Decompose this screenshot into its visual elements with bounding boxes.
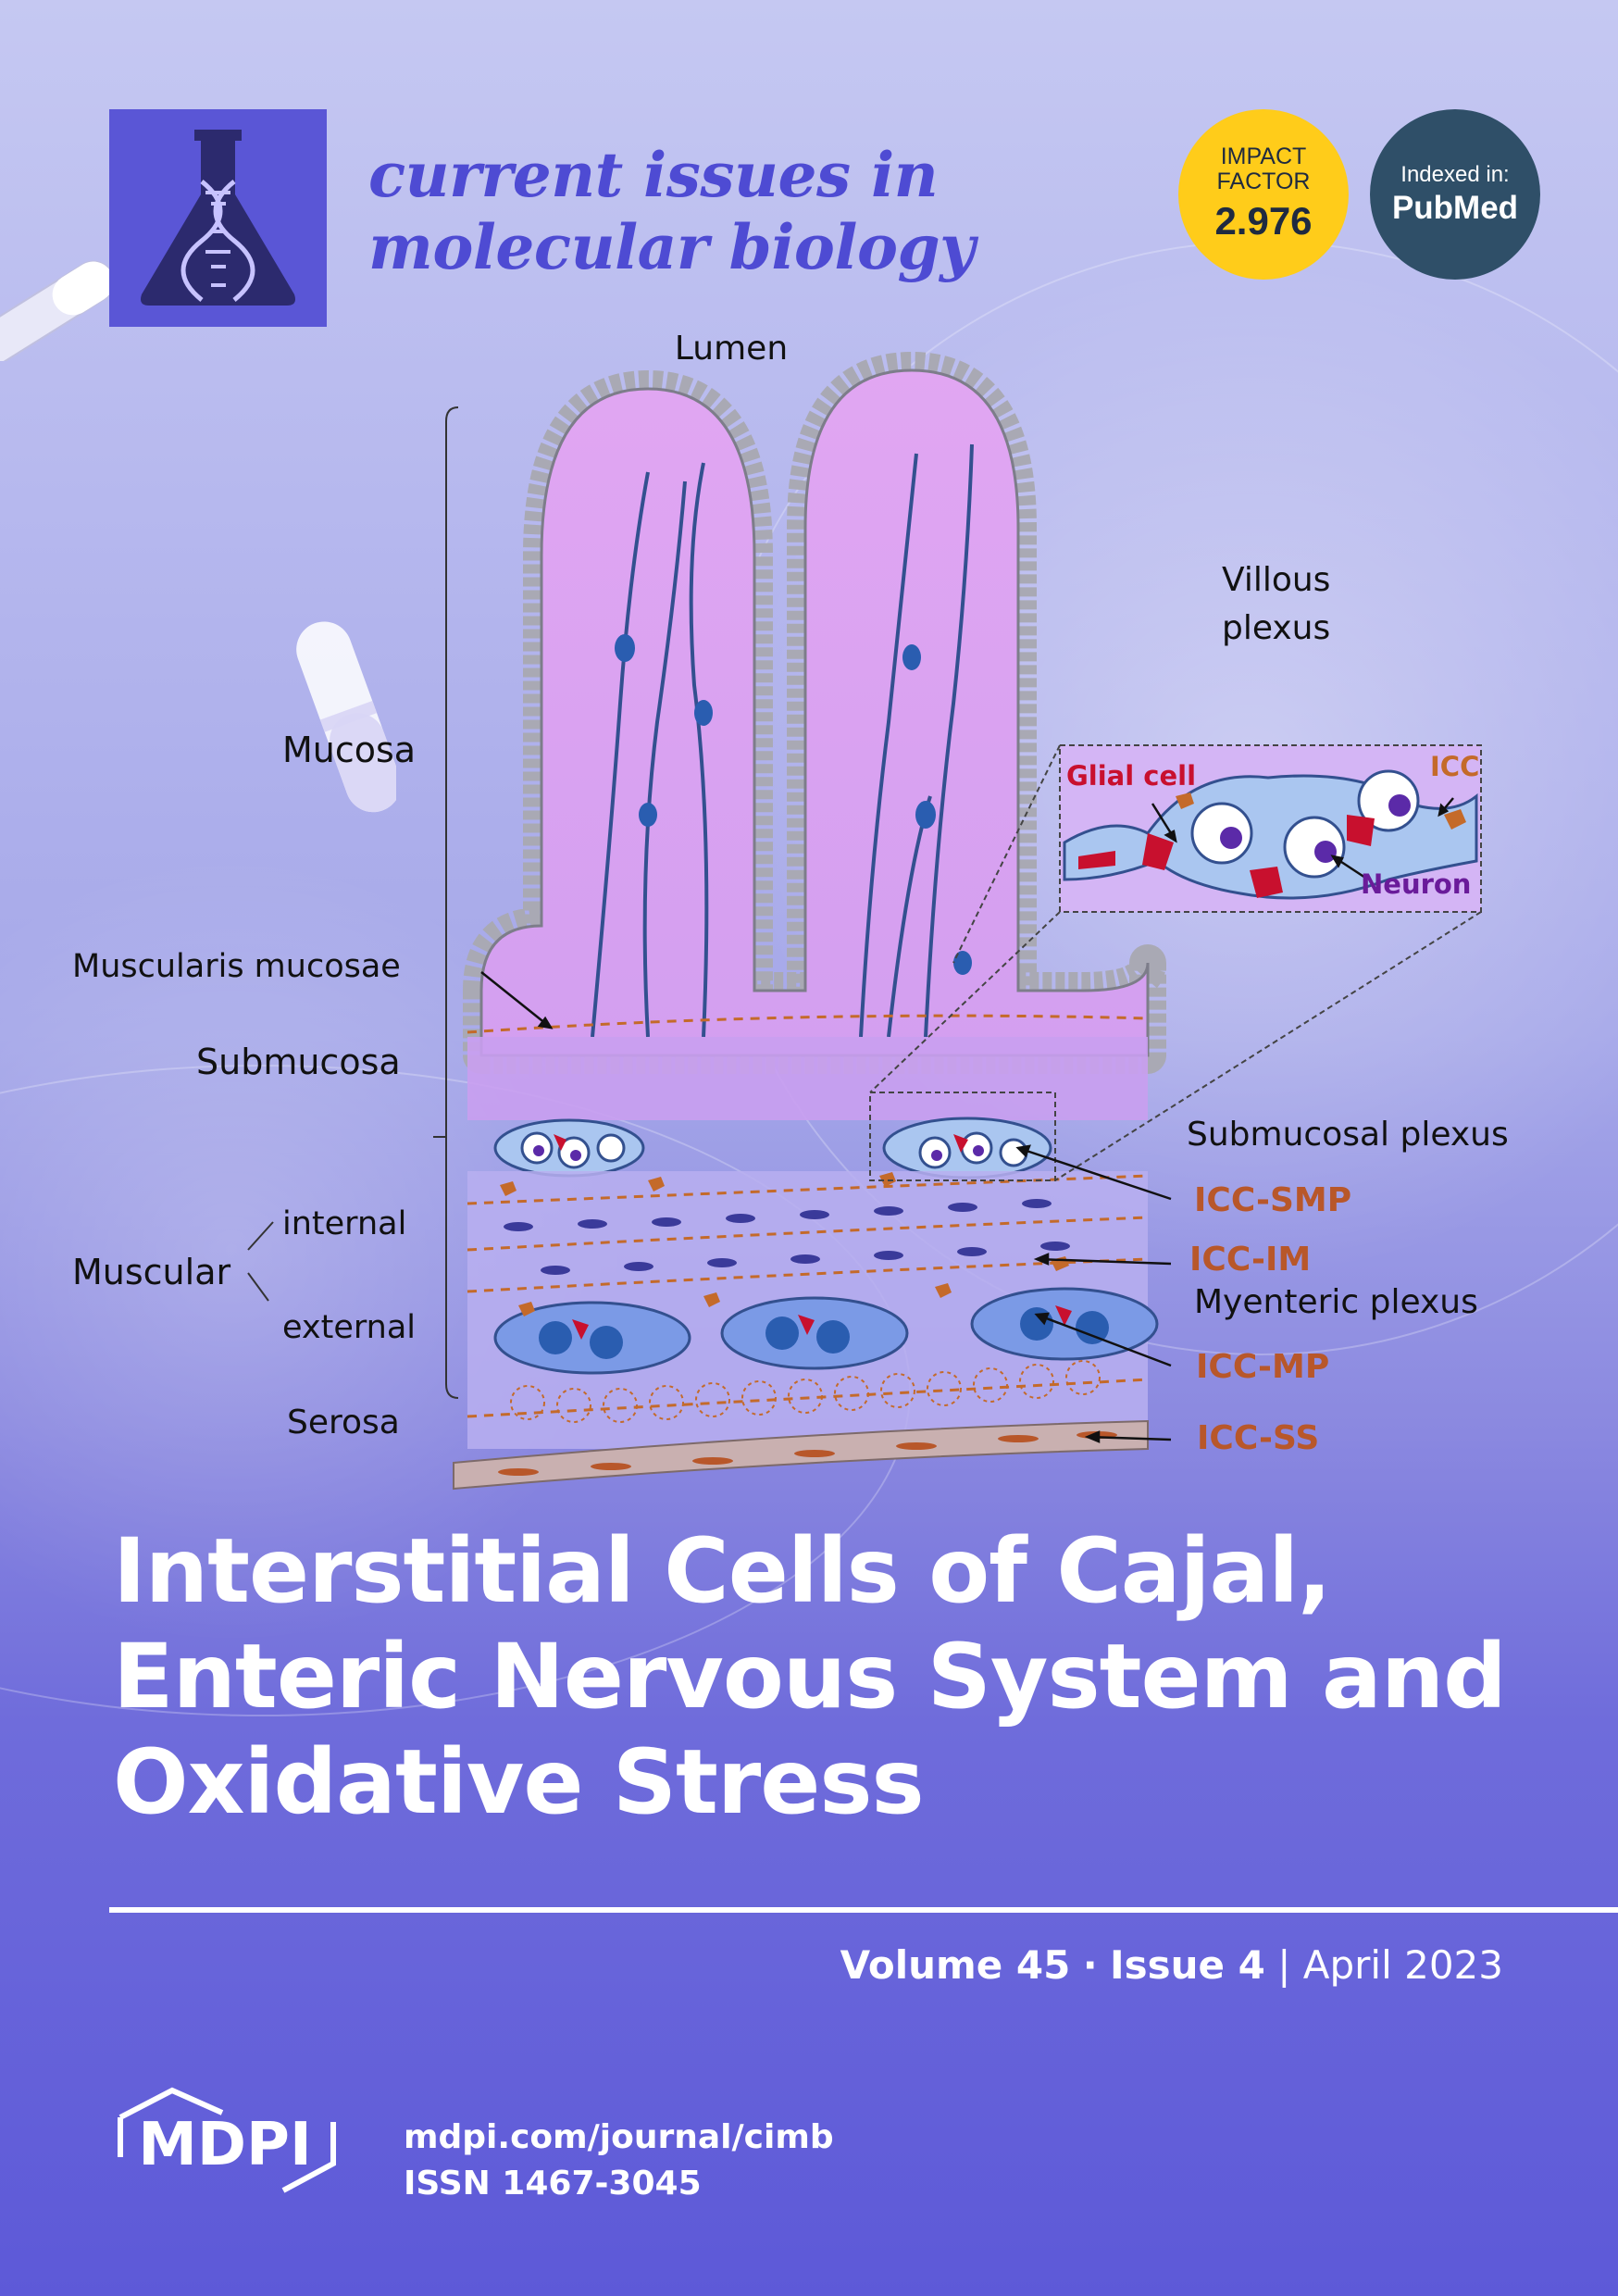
flask-dna-icon xyxy=(141,130,295,306)
divider-rule xyxy=(109,1907,1618,1913)
impact-factor-badge: IMPACT FACTOR 2.976 xyxy=(1178,109,1349,280)
label-muscularis-mucosae: Muscularis mucosae xyxy=(72,948,401,985)
journal-url: mdpi.com/journal/cimb xyxy=(404,2118,834,2156)
muscular-bracket xyxy=(247,1221,274,1251)
muscularis-mucosae-line xyxy=(467,1014,1149,1034)
inset-ganglion xyxy=(1063,769,1478,900)
mdpi-logo: MDPI xyxy=(118,2087,336,2193)
article-title-line: Oxidative Stress xyxy=(113,1730,925,1834)
article-title: Interstitial Cells of Cajal, Enteric Ner… xyxy=(113,1518,1557,1835)
issn: ISSN 1467-3045 xyxy=(404,2165,702,2202)
label-arrows xyxy=(480,797,1454,1443)
label-icc-ss: ICC-SS xyxy=(1197,1419,1319,1457)
label-serosa: Serosa xyxy=(287,1404,400,1441)
intestinal-wall-diagram: Lumen Villous plexus Mucosa Muscularis m… xyxy=(72,330,1509,1491)
issue-label: Issue 4 xyxy=(1110,1942,1265,1988)
label-muscular: Muscular xyxy=(72,1252,230,1292)
journal-title-line: molecular biology xyxy=(368,211,976,283)
villous-plexus-network xyxy=(591,443,974,1038)
muscular-bracket xyxy=(247,1272,269,1302)
label-lumen: Lumen xyxy=(675,330,788,368)
indexed-value: PubMed xyxy=(1391,190,1519,226)
label-submucosal-plexus: Submucosal plexus xyxy=(1187,1116,1509,1154)
villus-tissue xyxy=(479,368,1150,1057)
volume-label: Volume 45 xyxy=(840,1942,1071,1988)
label-icc-mp: ICC-MP xyxy=(1196,1348,1329,1386)
publisher-info: mdpi.com/journal/cimb ISSN 1467-3045 xyxy=(404,2115,834,2207)
muscle-cells xyxy=(510,1360,1101,1423)
icc-ss-cells xyxy=(498,1431,1117,1476)
submucosa-layer xyxy=(467,1037,1148,1120)
impact-factor-label: FACTOR xyxy=(1216,168,1311,194)
separator-dot: · xyxy=(1082,1942,1098,1988)
impact-factor-value: 2.976 xyxy=(1214,199,1313,243)
impact-factor-label: IMPACT xyxy=(1220,144,1307,169)
label-icc-im: ICC-IM xyxy=(1189,1241,1311,1279)
label-submucosa: Submucosa xyxy=(196,1042,401,1082)
journal-logo xyxy=(109,109,327,327)
separator-bar: | xyxy=(1277,1942,1291,1988)
mdpi-logo-frame xyxy=(118,2087,224,2120)
mdpi-logo-text: MDPI xyxy=(138,2111,312,2179)
pubmed-badge: Indexed in: PubMed xyxy=(1370,109,1540,280)
label-mucosa: Mucosa xyxy=(282,730,416,770)
label-myenteric-plexus: Myenteric plexus xyxy=(1194,1283,1478,1321)
journal-title-line: current issues in xyxy=(368,139,939,211)
label-icc: ICC xyxy=(1430,751,1479,782)
muscle-nuclei xyxy=(504,1199,1070,1275)
myenteric-ganglia xyxy=(493,1287,1159,1375)
magnified-region-box xyxy=(869,1092,1056,1181)
label-internal: internal xyxy=(282,1205,406,1242)
layer-bracket xyxy=(445,406,459,1399)
issue-info: Volume 45 · Issue 4 | April 2023 xyxy=(840,1942,1503,1988)
capsule-icon xyxy=(296,621,396,813)
label-icc-smp: ICC-SMP xyxy=(1194,1181,1351,1219)
indexed-label: Indexed in: xyxy=(1400,162,1510,187)
submucosal-ganglia xyxy=(493,1117,1052,1179)
article-title-line: Interstitial Cells of Cajal, xyxy=(113,1519,1332,1623)
villous-neurons xyxy=(615,634,972,975)
article-title-line: Enteric Nervous System and xyxy=(113,1625,1507,1728)
issue-date: April 2023 xyxy=(1302,1942,1503,1988)
label-villous-plexus: plexus xyxy=(1222,609,1330,647)
label-neuron: Neuron xyxy=(1361,868,1471,900)
journal-title: current issues in molecular biology xyxy=(368,139,1016,283)
inset-zoom-lines xyxy=(869,744,1482,1181)
mdpi-logo-frame xyxy=(281,2122,336,2193)
label-external: external xyxy=(282,1309,416,1346)
label-villous-plexus: Villous xyxy=(1222,561,1330,599)
label-glial-cell: Glial cell xyxy=(1066,760,1196,792)
